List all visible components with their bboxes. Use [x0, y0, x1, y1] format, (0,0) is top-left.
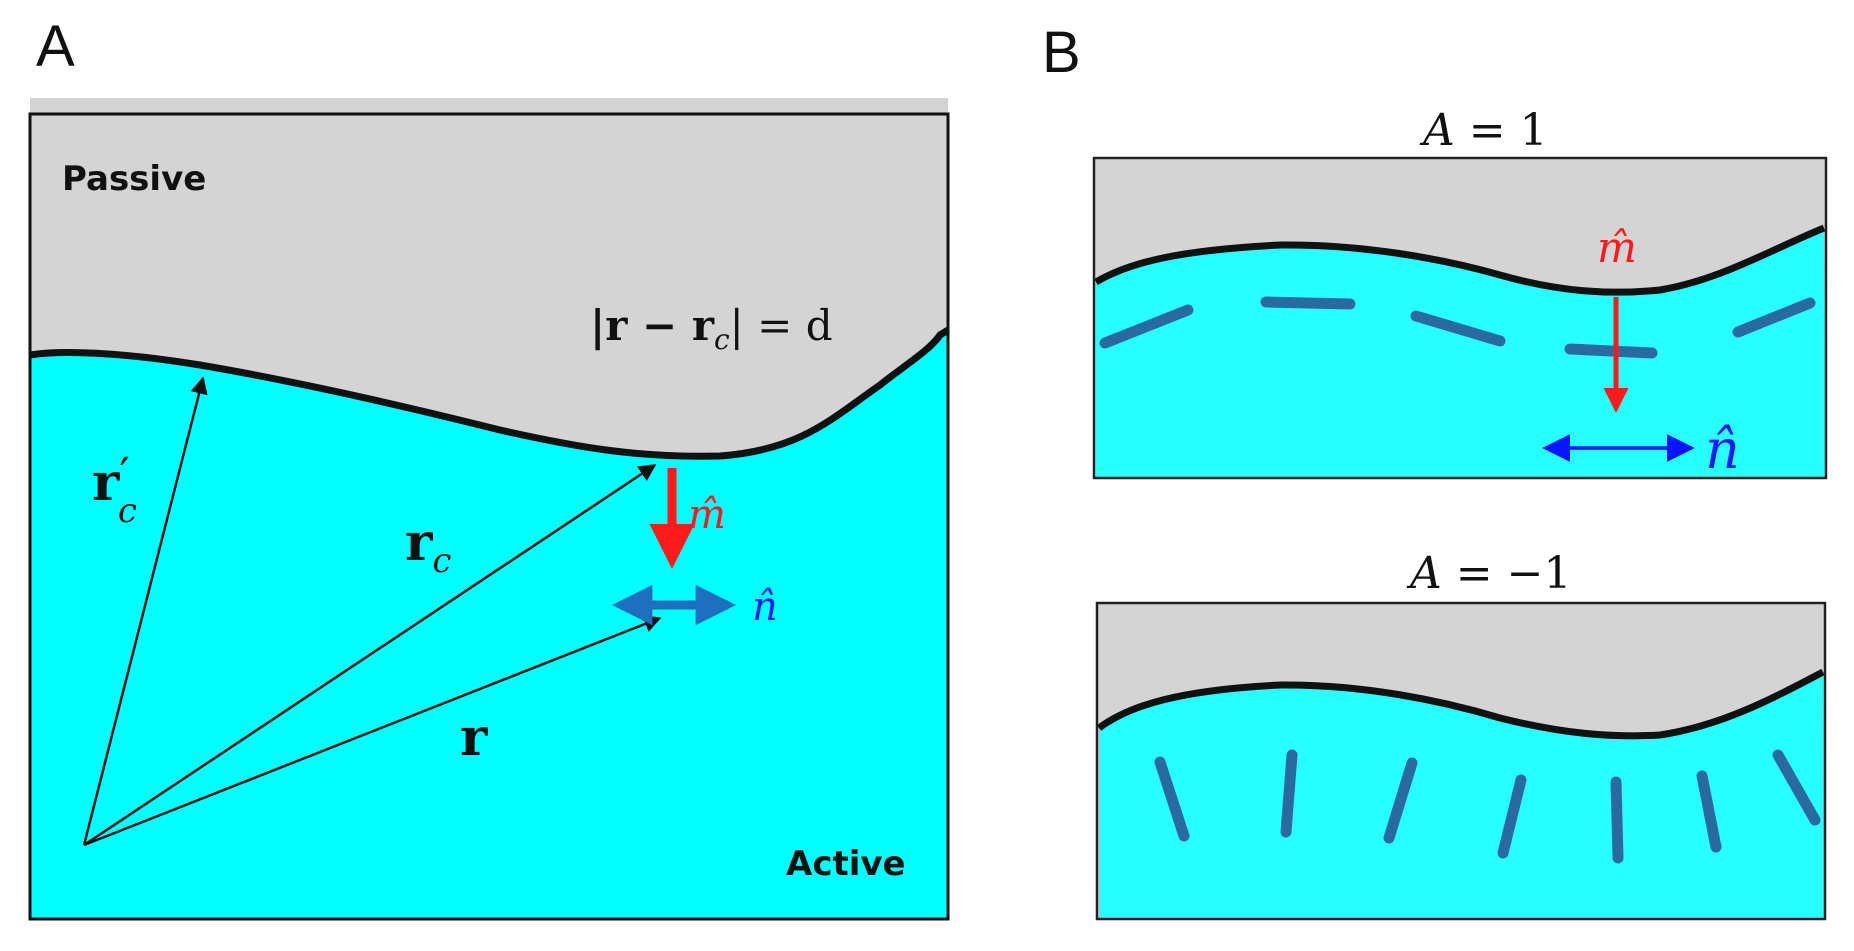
panel-b: B A = 1 m̂ n̂ A = −1 [1042, 20, 1828, 921]
director-segment [1280, 749, 1298, 838]
top-directors [1099, 296, 1816, 359]
director-segment [1099, 304, 1194, 349]
director-segment [1564, 343, 1658, 359]
top-n-hat-label: n̂ [1705, 418, 1740, 481]
director-segment [1497, 774, 1527, 859]
director-segment [1383, 757, 1418, 844]
bottom-directors [1154, 749, 1821, 864]
bottom-subpanel-frame [1095, 601, 1827, 921]
director-segment [1260, 296, 1356, 310]
subpanel-top-title: A = 1 [1419, 105, 1548, 156]
director-segment [1696, 770, 1722, 853]
vector-rc-prime-label: r′c [92, 447, 137, 531]
subpanel-bottom-title: A = −1 [1406, 548, 1571, 599]
passive-label: Passive [62, 159, 206, 199]
panel-a-letter: A [36, 14, 75, 79]
n-hat-label: n̂ [752, 584, 778, 630]
panel-b-letter: B [1042, 20, 1081, 85]
director-segment [1772, 749, 1821, 826]
vector-r-arrow [83, 615, 662, 847]
director-segment [1154, 756, 1190, 842]
m-hat-label: m̂ [688, 492, 726, 538]
active-region [30, 330, 948, 918]
vector-rc-label: rc [405, 512, 451, 581]
bottom-active-region [1099, 672, 1825, 919]
panel-a: A Passive Active |r − rc| = d r′c rc r m… [28, 14, 950, 921]
director-segment [1410, 310, 1506, 347]
vector-rc-prime-arrow [82, 376, 208, 846]
bottom-interface-curve [1096, 668, 1825, 740]
director-segment [1610, 776, 1624, 864]
top-interface-curve [1094, 224, 1826, 296]
constraint-label: |r − rc| = d [590, 301, 833, 356]
top-m-hat-label: m̂ [1597, 223, 1637, 272]
interface-curve [29, 327, 950, 460]
vector-r-label: r [460, 707, 488, 768]
vector-rc-arrow [83, 463, 657, 847]
panel-a-frame [28, 112, 950, 921]
top-active-region [1096, 228, 1826, 478]
director-segment [1732, 297, 1816, 338]
top-subpanel-frame [1092, 156, 1828, 480]
active-label: Active [786, 844, 906, 884]
